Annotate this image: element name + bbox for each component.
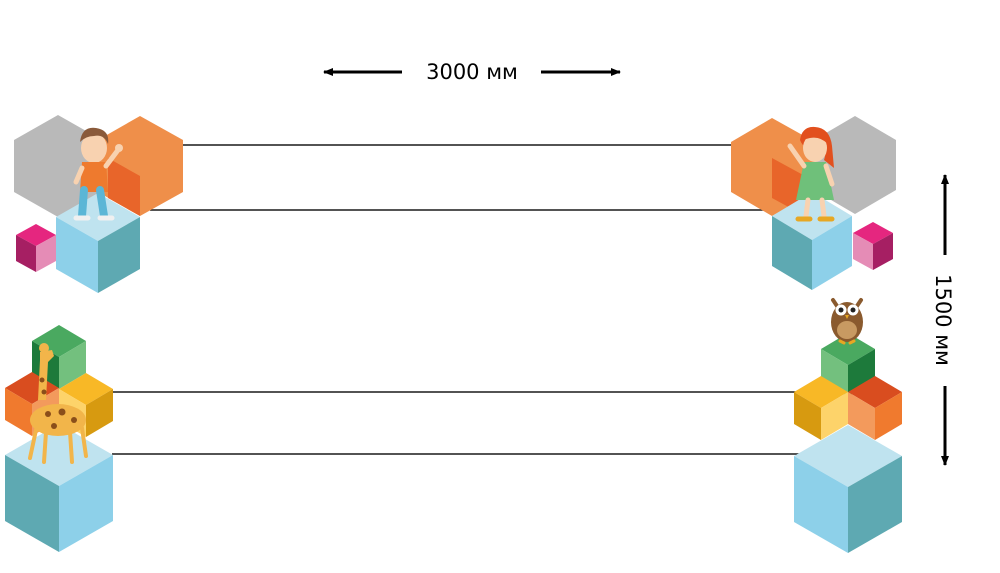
pink-cube-left: [16, 235, 36, 272]
top-right-cube-cluster: [731, 116, 896, 290]
orange-cube-right: [875, 392, 902, 440]
blue-cube-right: [812, 216, 852, 290]
top-left-cube-cluster: [14, 115, 183, 293]
yellow-cube-left: [794, 392, 821, 440]
orange-cube-left: [848, 392, 875, 440]
rope-lines: [112, 144, 800, 455]
boy-figure: [73, 127, 123, 221]
blue-cube-left: [794, 456, 848, 553]
blue-cube-right: [98, 217, 140, 293]
pink-cube-right: [873, 233, 893, 270]
blue-cube-left: [5, 455, 59, 552]
giraffe-figure: [28, 343, 88, 464]
owl-figure: [831, 298, 863, 345]
pink-cube-right: [36, 235, 56, 272]
yellow-cube-right: [86, 389, 113, 437]
orange-block-shade: [108, 158, 140, 216]
blue-cube-right: [59, 455, 113, 552]
blue-cube-left: [56, 217, 98, 293]
width-label: 3000 мм: [426, 60, 518, 84]
gray-block: [814, 116, 896, 214]
blue-cube-left: [772, 216, 812, 290]
yellow-cube-right: [821, 392, 848, 440]
height-dimension: 1500 мм: [931, 174, 955, 466]
height-label: 1500 мм: [931, 274, 955, 366]
bottom-left-cube-cluster: [5, 325, 113, 552]
girl-figure: [787, 126, 835, 222]
blue-cube-right: [848, 456, 902, 553]
orange-cube-left: [5, 388, 32, 436]
pink-cube-left: [853, 233, 873, 270]
width-dimension: 3000 мм: [323, 60, 621, 84]
bottom-right-cube-cluster: [794, 333, 902, 553]
